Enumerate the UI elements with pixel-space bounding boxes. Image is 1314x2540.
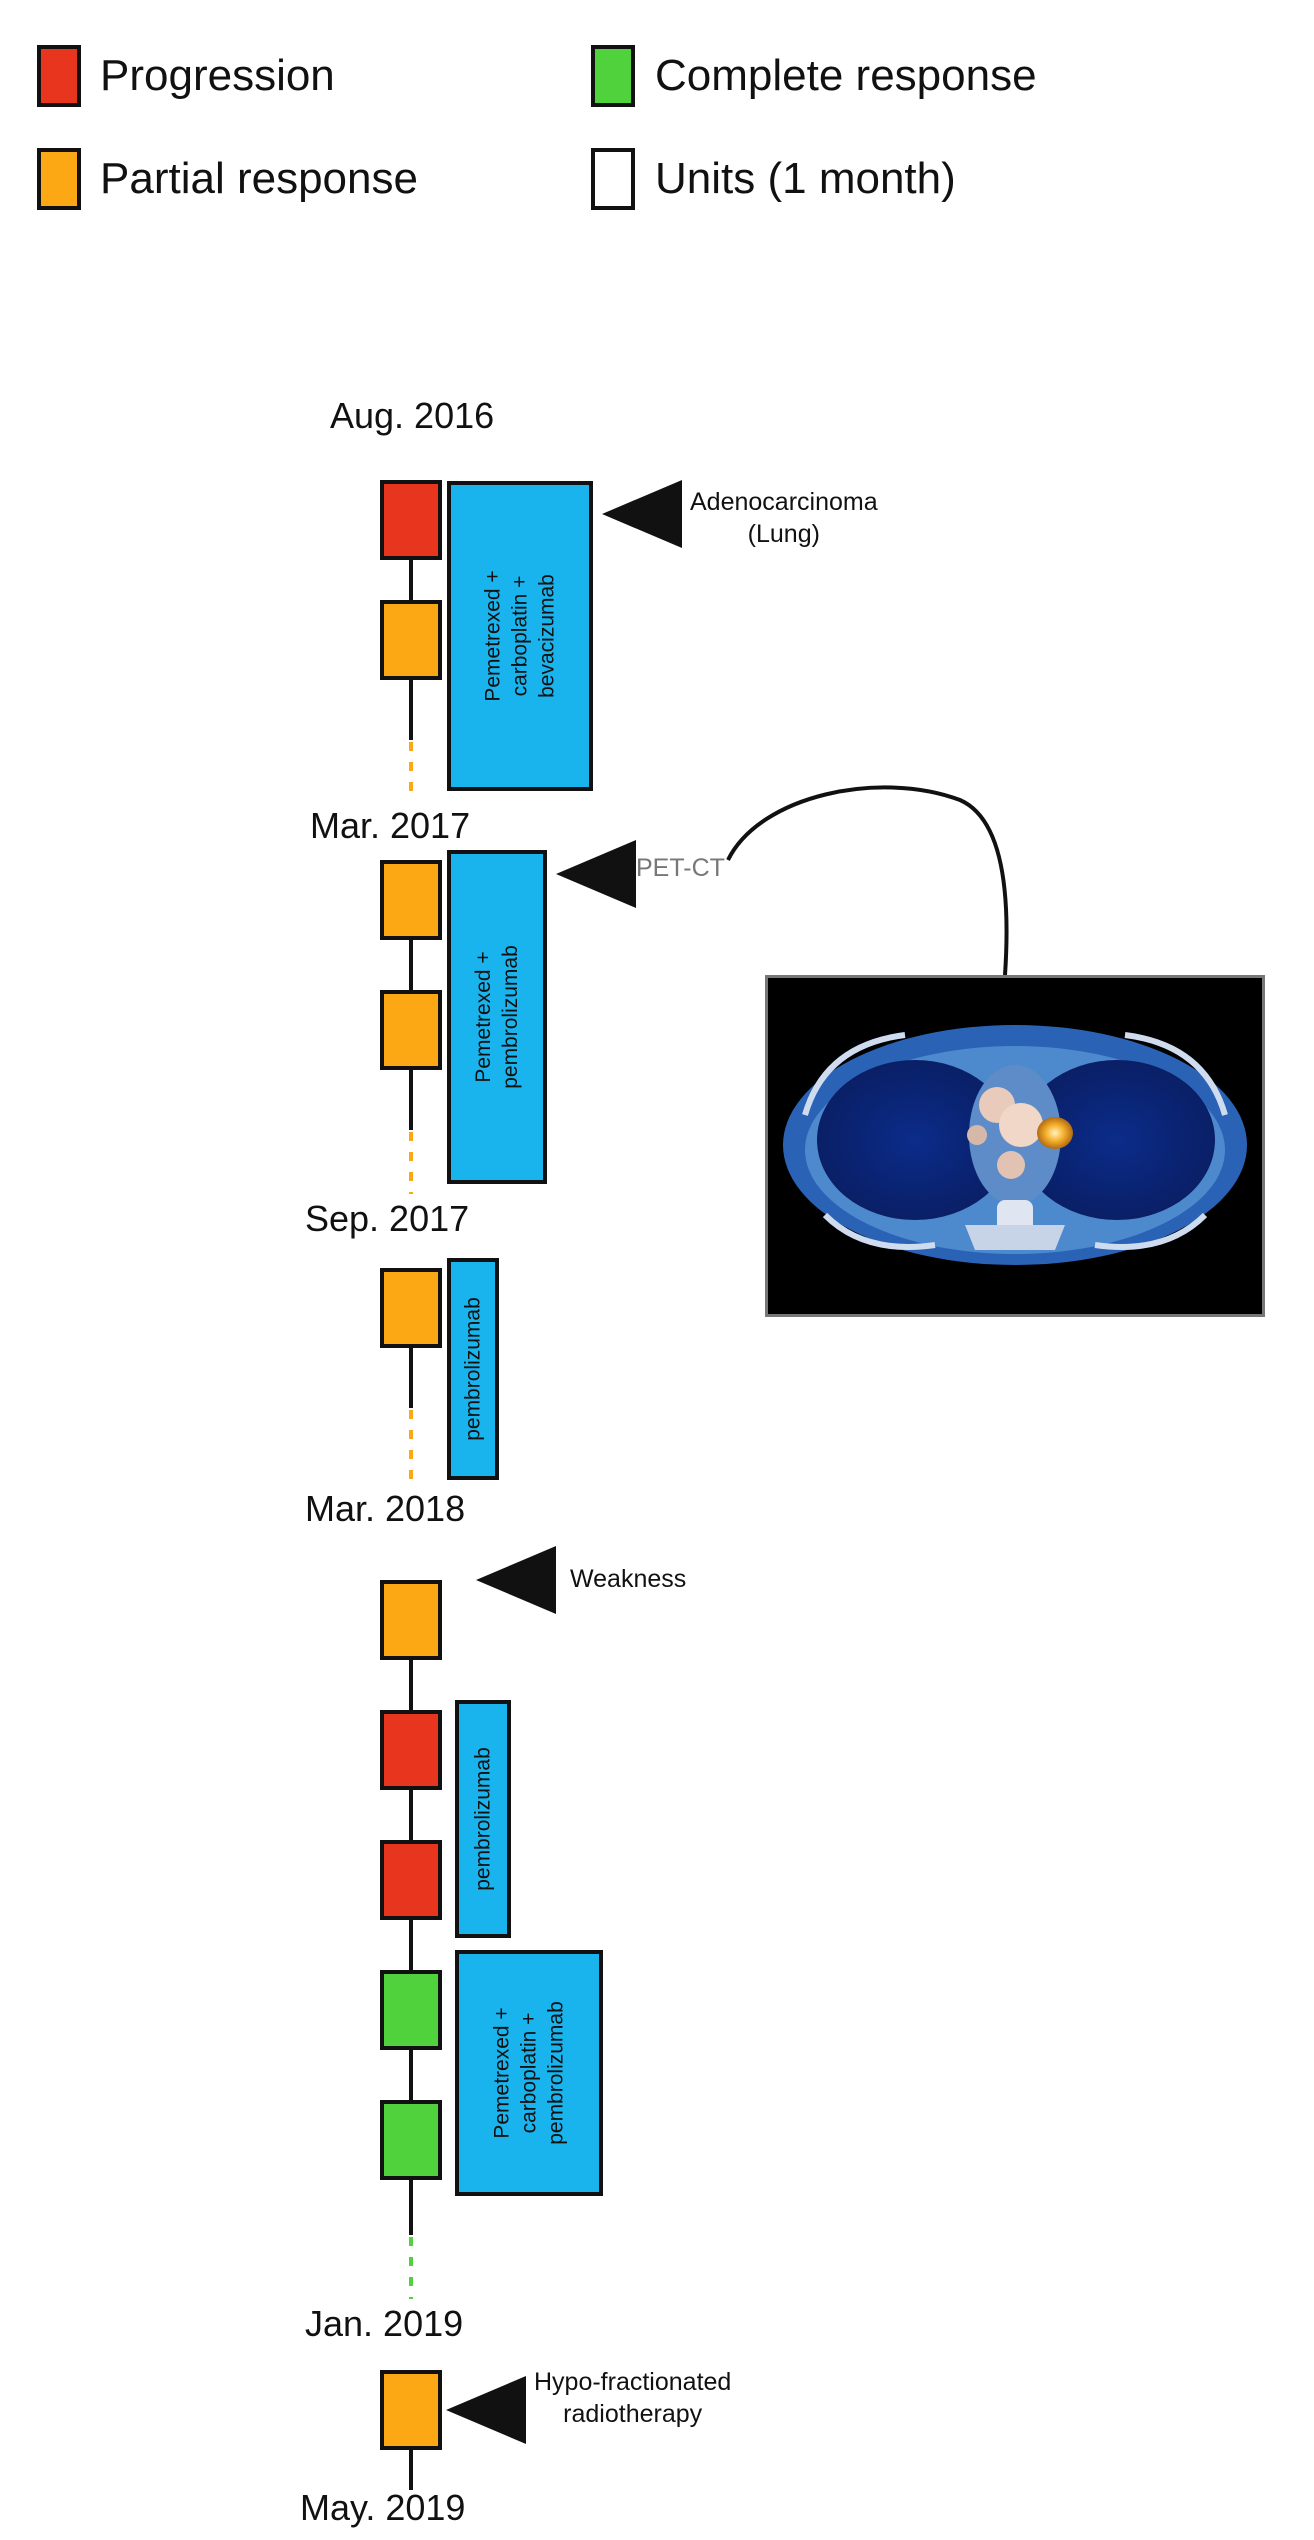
event-label-pet-ct: PET-CT xyxy=(636,854,725,882)
legend-label-units: Units (1 month) xyxy=(655,154,956,203)
date-label: Aug. 2016 xyxy=(330,395,495,436)
month-box-progression xyxy=(380,1840,442,1920)
timeline-line xyxy=(409,560,413,600)
timeline-line xyxy=(409,1070,413,1130)
treatment-box: Pemetrexed + carboplatin + pembrolizumab xyxy=(455,1950,603,2196)
date-label: Jan. 2019 xyxy=(305,2303,464,2344)
date-label: Mar. 2018 xyxy=(305,1488,466,1529)
timeline-line xyxy=(409,1790,413,1840)
event-arrow-icon xyxy=(476,1546,556,1614)
event-label-radiotherapy: Hypo-fractionated radiotherapy xyxy=(534,2368,732,2428)
date-label: Sep. 2017 xyxy=(305,1198,470,1239)
event-label-adenocarcinoma: Adenocarcinoma (Lung) xyxy=(690,488,878,548)
treatment-box: Pemetrexed + pembrolizumab xyxy=(447,850,547,1184)
month-box-complete-response xyxy=(380,1970,442,2050)
event-arrow-icon xyxy=(556,840,636,908)
month-box-partial-response xyxy=(380,990,442,1070)
timeline-line xyxy=(409,940,413,990)
timeline-line xyxy=(409,2450,413,2490)
date-label: Mar. 2017 xyxy=(310,805,471,846)
event-arrow-icon xyxy=(602,480,682,548)
legend-label-complete-response: Complete response xyxy=(655,51,1037,100)
timeline-dotted-gap xyxy=(409,1410,413,1480)
timeline-line xyxy=(409,2180,413,2235)
date-label: May. 2019 xyxy=(300,2487,466,2528)
legend-swatch-progression xyxy=(37,45,81,107)
legend-swatch-partial-response xyxy=(37,148,81,210)
timeline-line xyxy=(409,1660,413,1710)
legend-swatch-complete-response xyxy=(591,45,635,107)
event-arrow-icon xyxy=(446,2376,526,2444)
treatment-box: pembrolizumab xyxy=(447,1258,499,1480)
month-box-partial-response xyxy=(380,1580,442,1660)
legend-label-partial-response: Partial response xyxy=(100,154,418,203)
month-box-partial-response xyxy=(380,1268,442,1348)
timeline-line xyxy=(409,680,413,740)
month-box-complete-response xyxy=(380,2100,442,2180)
treatment-box: Pemetrexed + carboplatin + bevacizumab xyxy=(447,481,593,791)
timeline-dotted-gap xyxy=(409,1132,413,1194)
timeline-dotted-gap xyxy=(409,742,413,800)
timeline-line xyxy=(409,1348,413,1408)
timeline-line xyxy=(409,2050,413,2100)
month-box-progression xyxy=(380,480,442,560)
timeline-dotted-gap xyxy=(409,2237,413,2299)
month-box-partial-response xyxy=(380,600,442,680)
legend-label-progression: Progression xyxy=(100,51,335,100)
pet-ct-scan-image xyxy=(765,975,1265,1317)
treatment-box: pembrolizumab xyxy=(455,1700,511,1938)
event-label-weakness: Weakness xyxy=(570,1565,687,1593)
legend-swatch-units xyxy=(591,148,635,210)
timeline-line xyxy=(409,1920,413,1970)
month-box-partial-response xyxy=(380,860,442,940)
month-box-partial-response xyxy=(380,2370,442,2450)
month-box-progression xyxy=(380,1710,442,1790)
